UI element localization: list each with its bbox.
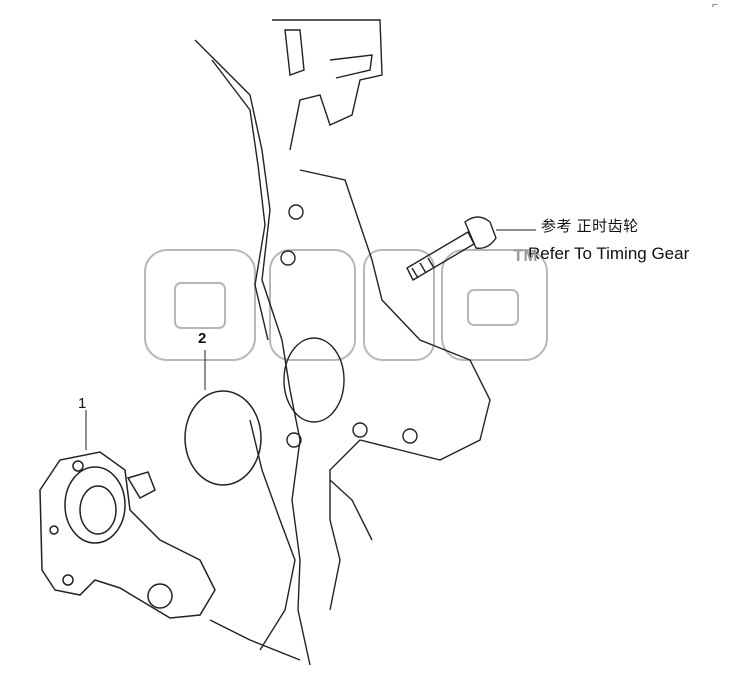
gasket-part-2 bbox=[184, 350, 262, 486]
callout-part-1: 1 bbox=[78, 395, 87, 412]
reference-chinese-label: 参考 正时齿轮 bbox=[541, 218, 639, 235]
callout-part-2: 2 bbox=[198, 330, 207, 347]
bolt bbox=[406, 216, 536, 281]
reference-english-label: Refer To Timing Gear bbox=[528, 244, 690, 263]
corner-mark: ⌐ bbox=[712, 0, 718, 11]
engine-housing bbox=[194, 19, 491, 666]
oil-pump-part-1 bbox=[39, 410, 216, 619]
watermark-logo bbox=[144, 249, 548, 361]
watermark-tm-label: TM bbox=[513, 246, 538, 265]
